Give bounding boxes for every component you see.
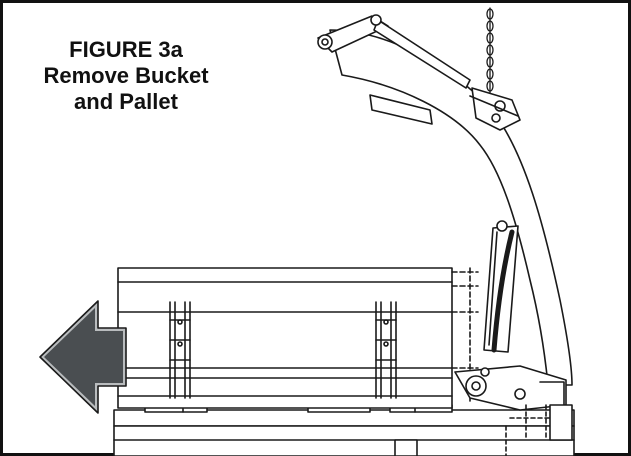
- bucket-bracket-right: [375, 301, 397, 399]
- lift-chain-icon: [483, 7, 497, 103]
- caption-line-action: Remove Bucket: [43, 63, 209, 88]
- pallet: [113, 404, 575, 456]
- caption-line-number: FIGURE 3a: [69, 37, 183, 62]
- figure-caption: FIGURE 3a Remove Bucket and Pallet: [21, 37, 231, 115]
- caption-line-object: and Pallet: [74, 89, 178, 114]
- bucket-bracket-left: [169, 301, 191, 399]
- left-arrow-icon: [39, 300, 127, 414]
- loader-arm: [317, 14, 573, 441]
- bucket: [117, 267, 479, 409]
